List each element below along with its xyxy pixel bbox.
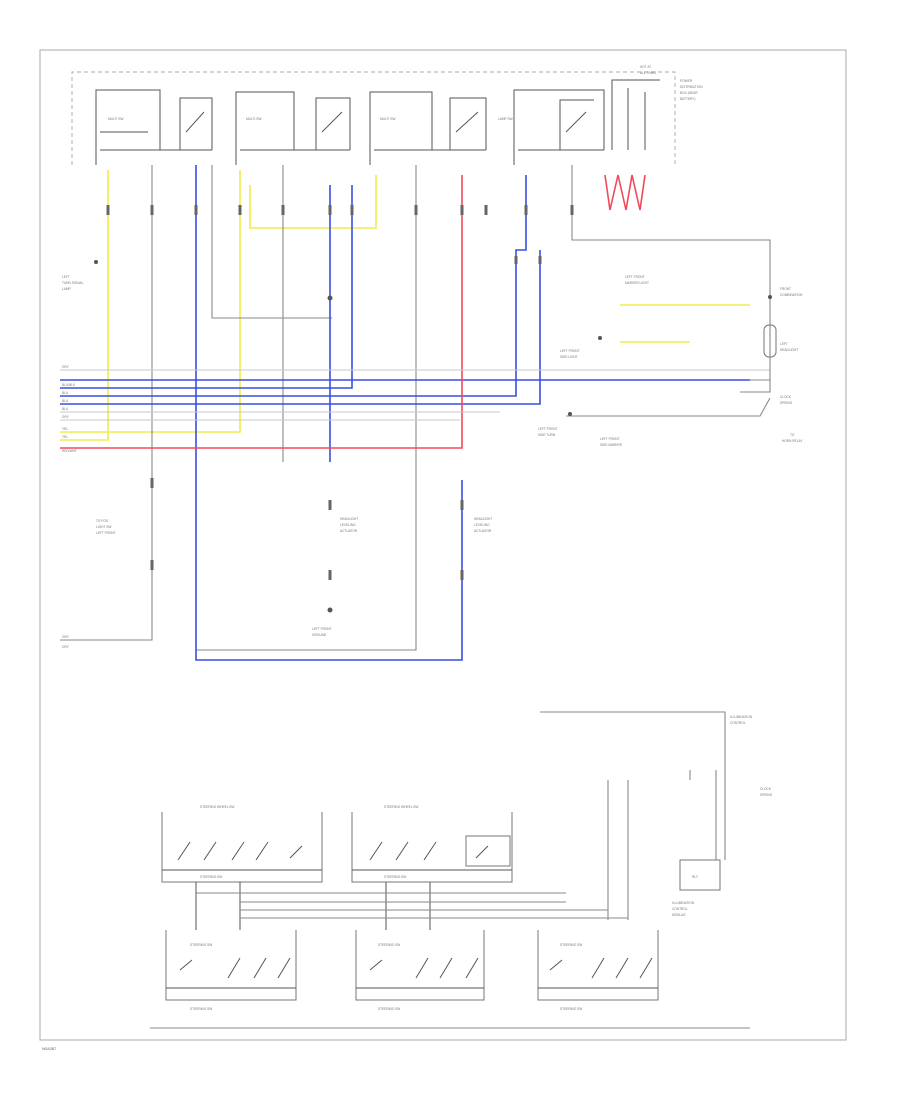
svg-text:GRY: GRY bbox=[62, 635, 70, 639]
svg-text:DISTRIBUTION: DISTRIBUTION bbox=[680, 85, 703, 89]
svg-text:LEFT: LEFT bbox=[62, 275, 70, 279]
svg-text:STEERING SW: STEERING SW bbox=[378, 1007, 400, 1011]
svg-text:STEERING SW: STEERING SW bbox=[190, 943, 212, 947]
diagram-frame bbox=[39, 49, 847, 1041]
svg-text:LEVELING: LEVELING bbox=[474, 523, 490, 527]
svg-text:LEFT FRONT: LEFT FRONT bbox=[312, 627, 332, 631]
svg-text:HOT AT: HOT AT bbox=[640, 65, 651, 69]
svg-text:RLY: RLY bbox=[692, 875, 699, 879]
svg-text:LEFT: LEFT bbox=[780, 342, 788, 346]
svg-text:MULTI SW: MULTI SW bbox=[246, 117, 261, 121]
svg-text:ACTUATOR: ACTUATOR bbox=[340, 529, 358, 533]
svg-text:YEL: YEL bbox=[62, 427, 68, 431]
svg-text:STEERING SW: STEERING SW bbox=[190, 1007, 212, 1011]
mid-labels: TO FOG LIGHT SW LEFT FRONT HEADLIGHT LEV… bbox=[96, 517, 492, 637]
svg-text:BLU: BLU bbox=[62, 391, 69, 395]
svg-text:MULTI SW: MULTI SW bbox=[380, 117, 395, 121]
svg-text:GROUND: GROUND bbox=[312, 633, 327, 637]
svg-text:HEADLIGHT: HEADLIGHT bbox=[340, 517, 358, 521]
svg-text:ALL TIMES: ALL TIMES bbox=[640, 71, 656, 75]
svg-text:GRY: GRY bbox=[62, 645, 70, 649]
svg-text:STEERING SW: STEERING SW bbox=[200, 875, 222, 879]
svg-text:SIDE MARKER: SIDE MARKER bbox=[600, 443, 623, 447]
diagram-footer-code: W5A3B7 bbox=[42, 1047, 56, 1051]
svg-text:STEERING SW: STEERING SW bbox=[378, 943, 400, 947]
svg-text:HEADLIGHT: HEADLIGHT bbox=[474, 517, 492, 521]
svg-text:SIDE TURN: SIDE TURN bbox=[538, 433, 556, 437]
svg-text:MARKER LIGHT: MARKER LIGHT bbox=[625, 281, 649, 285]
svg-text:SPRING: SPRING bbox=[760, 793, 773, 797]
svg-text:YEL: YEL bbox=[62, 435, 68, 439]
svg-text:LEVELING: LEVELING bbox=[340, 523, 356, 527]
svg-text:HORN RELAY: HORN RELAY bbox=[782, 439, 803, 443]
svg-text:SIDE LIGHT: SIDE LIGHT bbox=[560, 355, 578, 359]
svg-text:CLOCK: CLOCK bbox=[780, 395, 792, 399]
svg-text:ILLUMINATION: ILLUMINATION bbox=[730, 715, 753, 719]
vertical-wires bbox=[60, 165, 771, 661]
svg-text:CONTROL: CONTROL bbox=[672, 907, 688, 911]
right-sensors: LEFT FRONT MARKER LIGHT FRONT COMBINATIO… bbox=[538, 270, 803, 447]
svg-text:STEERING SW: STEERING SW bbox=[560, 943, 582, 947]
svg-text:POWER: POWER bbox=[680, 79, 693, 83]
svg-text:FRONT: FRONT bbox=[780, 287, 791, 291]
svg-text:STEERING WHEEL SW: STEERING WHEEL SW bbox=[200, 805, 234, 809]
svg-text:BLU: BLU bbox=[62, 399, 69, 403]
svg-text:ACTUATOR: ACTUATOR bbox=[474, 529, 492, 533]
svg-text:ILLUMINATION: ILLUMINATION bbox=[672, 901, 695, 905]
svg-text:BATTERY): BATTERY) bbox=[680, 97, 695, 101]
svg-text:CLOCK: CLOCK bbox=[760, 787, 772, 791]
svg-text:LAMP SW: LAMP SW bbox=[498, 117, 513, 121]
svg-text:BLU/BLK: BLU/BLK bbox=[62, 383, 76, 387]
svg-text:CONTROL: CONTROL bbox=[730, 721, 746, 725]
svg-text:LEFT FRONT: LEFT FRONT bbox=[96, 531, 116, 535]
svg-text:TURN SIGNAL: TURN SIGNAL bbox=[62, 281, 84, 285]
connector-stubs bbox=[94, 205, 574, 613]
svg-text:LEFT FRONT: LEFT FRONT bbox=[538, 427, 558, 431]
svg-text:STEERING WHEEL SW: STEERING WHEEL SW bbox=[384, 805, 418, 809]
bottom-switch-clusters: RLY ILLUMINATION CONTROL CLOCK SPRING IL… bbox=[150, 711, 773, 1029]
svg-text:LEFT FRONT: LEFT FRONT bbox=[625, 275, 645, 279]
svg-text:HEADLIGHT: HEADLIGHT bbox=[780, 348, 798, 352]
svg-text:LEFT FRONT: LEFT FRONT bbox=[600, 437, 620, 441]
svg-text:BLU: BLU bbox=[62, 407, 69, 411]
svg-text:SPRING: SPRING bbox=[780, 401, 793, 405]
svg-text:TO FOG: TO FOG bbox=[96, 519, 109, 523]
svg-text:COMBINATION: COMBINATION bbox=[780, 293, 803, 297]
svg-text:BOX (NEAR: BOX (NEAR bbox=[680, 91, 698, 95]
svg-text:STEERING SW: STEERING SW bbox=[384, 875, 406, 879]
left-wire-labels: GRY BLU/BLK BLU BLU BLU GRY YEL YEL RED/… bbox=[62, 275, 84, 649]
svg-text:MODULE: MODULE bbox=[672, 913, 686, 917]
svg-text:LEFT FRONT: LEFT FRONT bbox=[560, 349, 580, 353]
top-switch-modules: MULTI SW MULTI SW MULTI SW LAMP SW POWER… bbox=[71, 65, 703, 165]
svg-text:TO: TO bbox=[790, 433, 795, 437]
svg-text:LIGHT SW: LIGHT SW bbox=[96, 525, 111, 529]
svg-text:LAMP: LAMP bbox=[62, 287, 71, 291]
svg-text:MULTI SW: MULTI SW bbox=[108, 117, 123, 121]
svg-text:RED/WHT: RED/WHT bbox=[62, 449, 77, 453]
svg-text:GRY: GRY bbox=[62, 415, 70, 419]
svg-text:STEERING SW: STEERING SW bbox=[560, 1007, 582, 1011]
svg-text:GRY: GRY bbox=[62, 365, 70, 369]
